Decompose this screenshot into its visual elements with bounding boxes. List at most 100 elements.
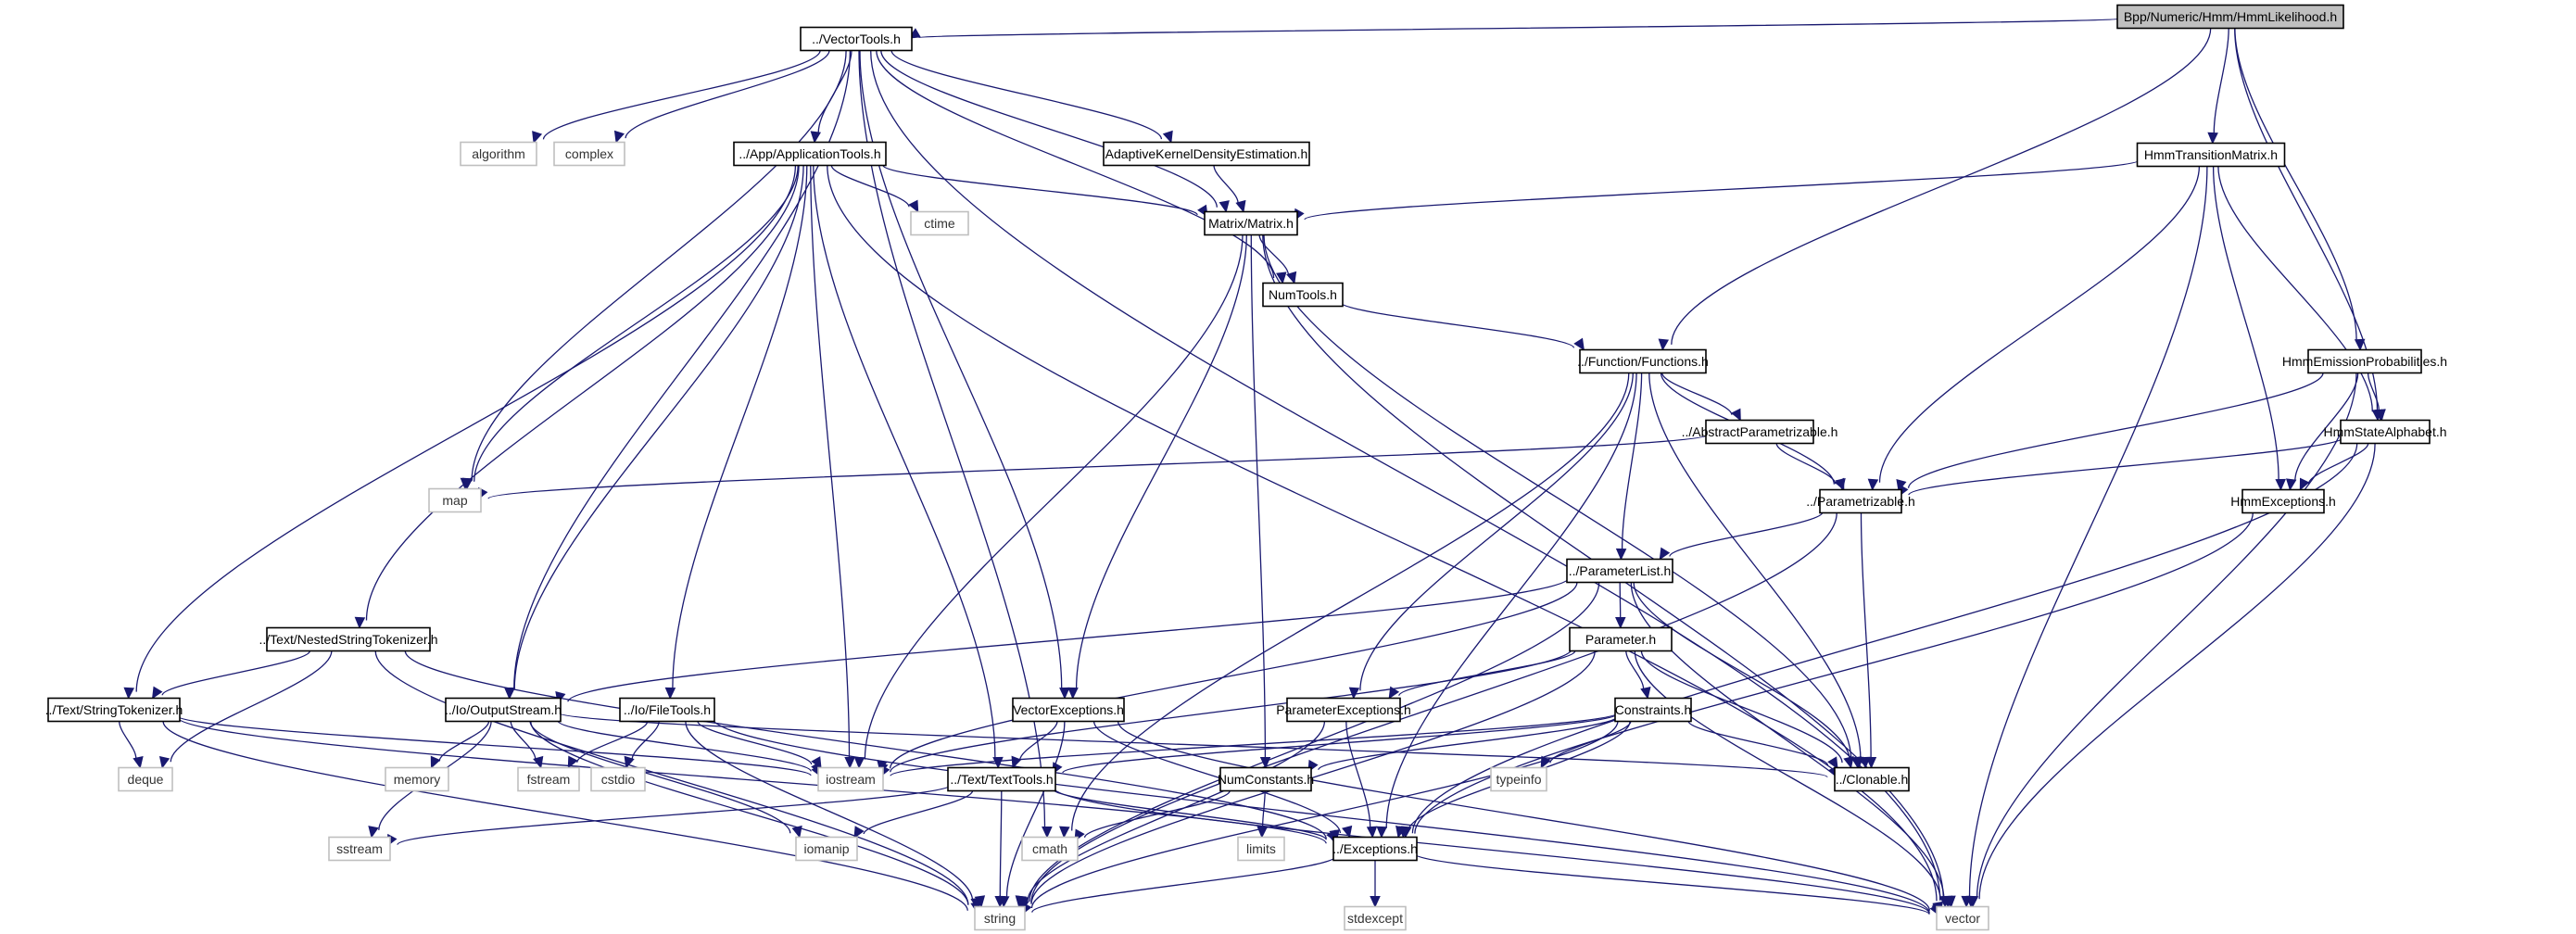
header-node-string-tokenizer[interactable]: ../Text/StringTokenizer.h bbox=[45, 697, 183, 723]
edge-line bbox=[474, 165, 799, 482]
node-label: HmmStateAlphabet.h bbox=[2323, 424, 2446, 439]
edge-line bbox=[1860, 512, 1872, 758]
header-node-parameter-exceptions[interactable]: ParameterExceptions.h bbox=[1276, 697, 1411, 723]
arrowhead-icon bbox=[1941, 895, 1953, 908]
system-header-node-iostream: iostream bbox=[817, 766, 884, 792]
dependency-edge bbox=[853, 234, 1244, 769]
header-node-exceptions[interactable]: ../Exceptions.h bbox=[1332, 836, 1418, 862]
arrowhead-icon bbox=[1659, 547, 1671, 561]
node-box bbox=[619, 697, 715, 723]
node-label: HmmExceptions.h bbox=[2230, 494, 2336, 509]
header-node-constraints[interactable]: Constraints.h bbox=[1614, 697, 1692, 723]
node-label: Parameter.h bbox=[1585, 632, 1656, 647]
node-box bbox=[947, 766, 1056, 792]
edge-line bbox=[631, 721, 660, 760]
header-node-num-constants[interactable]: NumConstants.h bbox=[1218, 766, 1314, 792]
system-header-node-stdexcept: stdexcept bbox=[1344, 905, 1407, 931]
edge-line bbox=[161, 650, 311, 696]
header-node-parametrizable[interactable]: ../Parametrizable.h bbox=[1806, 488, 1915, 514]
dependency-edge bbox=[460, 50, 847, 490]
edge-line bbox=[1339, 301, 1575, 349]
node-box bbox=[1579, 348, 1707, 374]
edge-line bbox=[1634, 650, 1941, 901]
header-node-functions[interactable]: ../Function/Functions.h bbox=[1577, 348, 1709, 374]
edge-line bbox=[890, 648, 1573, 773]
node-box bbox=[1237, 836, 1285, 862]
edge-line bbox=[1640, 650, 1843, 764]
arrowhead-icon bbox=[1256, 826, 1268, 839]
dependency-edge bbox=[1067, 234, 1247, 700]
header-node-hmm-transition-matrix[interactable]: HmmTransitionMatrix.h bbox=[2136, 142, 2286, 168]
edge-line bbox=[513, 165, 804, 689]
dependency-edge bbox=[2217, 166, 2383, 422]
node-label: NumConstants.h bbox=[1218, 772, 1314, 787]
header-node-file-tools[interactable]: ../Io/FileTools.h bbox=[619, 697, 715, 723]
dependency-edge bbox=[1867, 166, 2201, 491]
header-node-parameter-list[interactable]: ../ParameterList.h bbox=[1566, 558, 1673, 584]
node-box bbox=[817, 766, 884, 792]
arrowhead-icon bbox=[1011, 755, 1022, 769]
header-node-application-tools[interactable]: ../App/ApplicationTools.h bbox=[733, 141, 887, 167]
header-node-root[interactable]: Bpp/Numeric/Hmm/HmmLikelihood.h bbox=[2116, 4, 2344, 30]
arrowhead-icon bbox=[1827, 756, 1838, 770]
header-node-akde[interactable]: AdaptiveKernelDensityEstimation.h bbox=[1103, 141, 1310, 167]
dependency-edge bbox=[1052, 788, 1337, 843]
arrowhead-icon bbox=[664, 687, 676, 700]
header-node-hmm-emission[interactable]: HmmEmissionProbabilities.h bbox=[2282, 348, 2447, 374]
header-node-nested-string-tokenizer[interactable]: ../Text/NestedStringTokenizer.h bbox=[259, 626, 438, 652]
header-node-hmm-state-alphabet[interactable]: HmmStateAlphabet.h bbox=[2323, 419, 2447, 445]
node-box bbox=[2307, 348, 2422, 374]
node-box bbox=[1705, 419, 1814, 445]
arrowhead-icon bbox=[1843, 756, 1854, 769]
dependency-edge bbox=[697, 721, 822, 769]
dependency-edge bbox=[1376, 372, 1637, 839]
dependency-edge bbox=[1640, 650, 1854, 769]
header-node-parameter[interactable]: Parameter.h bbox=[1569, 626, 1673, 652]
edge-line bbox=[2217, 166, 2373, 412]
arrowhead-icon bbox=[368, 826, 379, 839]
edge-line bbox=[1968, 166, 2208, 898]
edge-line bbox=[1083, 790, 1231, 839]
dependency-edge bbox=[555, 576, 1571, 704]
arrowhead-icon bbox=[811, 756, 822, 769]
arrowhead-icon bbox=[908, 199, 919, 213]
dependency-edge bbox=[711, 716, 1943, 916]
edge-line bbox=[813, 165, 996, 759]
arrowhead-icon bbox=[1834, 477, 1845, 491]
edge-line bbox=[1304, 158, 2141, 221]
edge-line bbox=[1261, 790, 1266, 827]
edge-line bbox=[1878, 166, 2201, 483]
system-header-node-fstream: fstream bbox=[517, 766, 580, 792]
dependency-edge bbox=[1016, 582, 1600, 908]
edge-line bbox=[567, 576, 1571, 702]
dependency-edge bbox=[685, 721, 986, 908]
arrowhead-icon bbox=[844, 757, 855, 769]
header-node-text-tools[interactable]: ../Text/TextTools.h bbox=[947, 766, 1056, 792]
header-node-abstract-parametrizable[interactable]: ../AbstractParametrizable.h bbox=[1682, 419, 1838, 445]
header-node-clonable[interactable]: ../Clonable.h bbox=[1834, 766, 1910, 792]
edge-line bbox=[170, 650, 333, 763]
node-box bbox=[266, 626, 431, 652]
header-node-vector-tools[interactable]: ../VectorTools.h bbox=[800, 26, 913, 52]
node-box bbox=[974, 905, 1026, 931]
arrowhead-icon bbox=[151, 686, 163, 700]
node-label: vector bbox=[1945, 911, 1980, 926]
dependency-edge bbox=[859, 50, 1070, 700]
header-node-matrix[interactable]: Matrix/Matrix.h bbox=[1204, 210, 1298, 236]
node-box bbox=[1021, 836, 1079, 862]
arrowhead-icon bbox=[133, 756, 144, 769]
header-node-vector-exceptions[interactable]: VectorExceptions.h bbox=[1012, 697, 1125, 723]
header-node-hmm-exceptions[interactable]: HmmExceptions.h bbox=[2230, 488, 2336, 514]
dependency-edge bbox=[1370, 860, 1381, 908]
node-box bbox=[517, 766, 580, 792]
node-box bbox=[795, 836, 858, 862]
dependency-edge bbox=[1659, 511, 1824, 561]
header-node-output-stream[interactable]: ../Io/OutputStream.h bbox=[445, 697, 562, 723]
edge-line bbox=[374, 650, 969, 905]
edge-line bbox=[513, 50, 852, 689]
edge-line bbox=[864, 234, 1244, 760]
arrowhead-icon bbox=[974, 895, 986, 908]
edge-line bbox=[1359, 372, 1634, 691]
header-node-num-tools[interactable]: NumTools.h bbox=[1262, 282, 1344, 308]
node-label: HmmTransitionMatrix.h bbox=[2144, 147, 2278, 162]
